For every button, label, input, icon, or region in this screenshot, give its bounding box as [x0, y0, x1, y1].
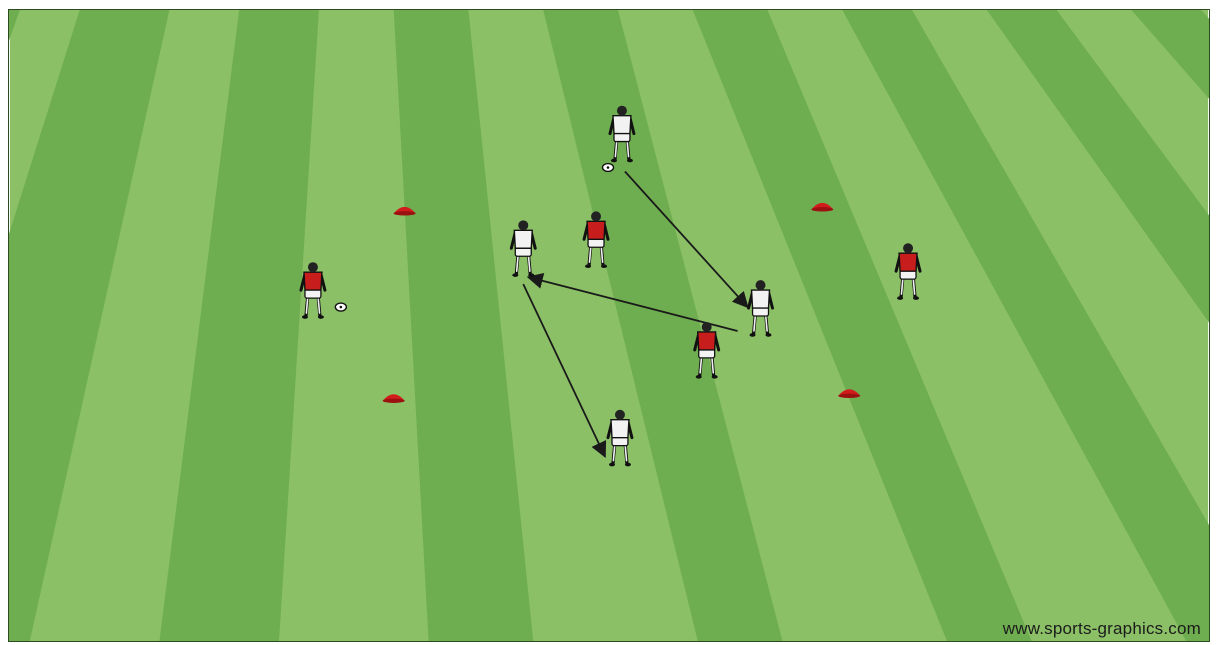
pitch-stripes [9, 10, 1209, 641]
cone-4 [838, 389, 861, 398]
cone-1 [393, 206, 416, 216]
pitch-stripe-9 [1131, 10, 1209, 99]
pitch-stripe-3 [159, 10, 319, 641]
ball-1 [601, 162, 615, 173]
pitch-stripe-7 [842, 10, 1209, 641]
player-red-right [894, 243, 922, 300]
player-white-top [608, 105, 636, 163]
pitch-stripe-4 [393, 10, 534, 641]
pass-arrow-center-to-bottom [522, 283, 607, 459]
pass-arrow-top-to-right [624, 170, 749, 309]
player-red-center [582, 211, 610, 268]
pitch-stripe-2 [9, 10, 170, 641]
player-white-bottom [606, 409, 634, 467]
player-white-right [747, 280, 774, 337]
player-red-near-right [693, 322, 721, 379]
watermark-text: www.sports-graphics.com [1002, 619, 1201, 638]
soccer-pitch-diagram: www.sports-graphics.com [8, 9, 1210, 642]
ball-2 [334, 302, 348, 312]
pass-arrows [522, 170, 749, 459]
cone-group [382, 202, 861, 403]
player-white-center [509, 220, 537, 277]
pitch-canvas [9, 10, 1209, 641]
player-group [299, 105, 922, 467]
ball-group [334, 162, 615, 312]
cone-3 [382, 394, 405, 403]
pitch-stripe-1 [9, 10, 20, 41]
cone-2 [811, 202, 834, 212]
player-red-left [299, 262, 327, 319]
pitch-stripe-6 [692, 10, 1032, 641]
pass-arrow-right-to-center [526, 272, 738, 332]
